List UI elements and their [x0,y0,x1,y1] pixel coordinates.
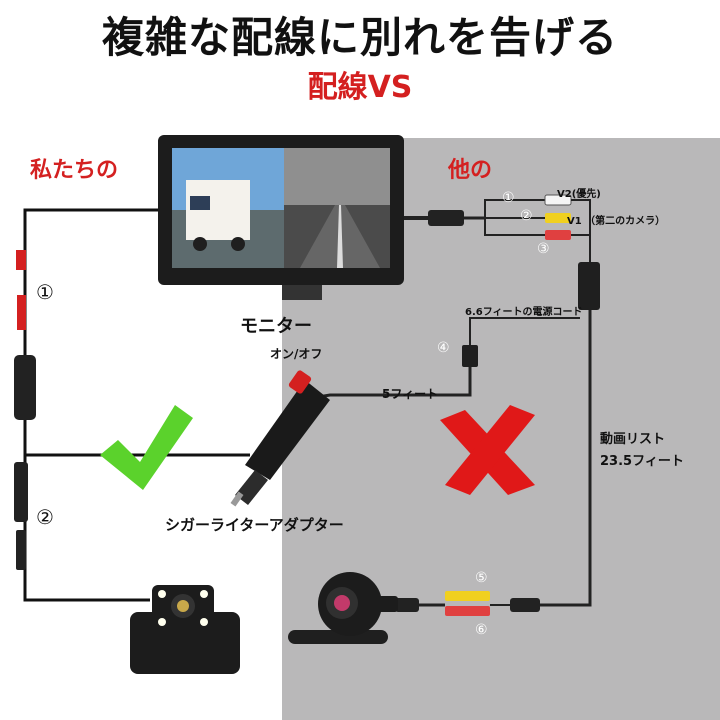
monitor-label: モニター [240,316,312,337]
marker-6: ⑥ [475,622,488,638]
cigarette-adapter-illustration [230,370,330,507]
page-subtitle: 配線VS [307,70,413,105]
marker-2: ② [520,208,533,224]
cross-icon [440,405,535,495]
monitor-illustration [158,135,404,300]
our-camera-illustration [130,585,240,674]
marker-5: ⑤ [475,570,488,586]
other-wiring [299,194,600,616]
page-title: 複雑な配線に別れを告げる [101,13,618,62]
cable-5ft-label: 5フィート [382,387,439,401]
marker-3: ③ [537,241,550,257]
on-off-label: オン/オフ [270,347,323,361]
video-line-label-1: 動画リスト [600,432,666,447]
ours-label: 私たちの [30,158,119,183]
check-icon [100,405,193,490]
marker-4: ④ [437,340,450,356]
marker-1: ① [502,190,515,206]
other-camera-illustration [288,572,398,644]
our-wiring [14,208,250,602]
power-cord-label: 6.6フィートの電源コード [465,307,583,318]
marker-1-left: ① [36,280,54,304]
adapter-label: シガーライターアダプター [165,516,344,534]
video-line-label-2: 23.5フィート [600,454,684,469]
marker-2-left: ② [36,505,54,529]
v1-label: V1 （第二のカメラ） [567,216,666,227]
v2-label: V2(優先) [557,189,601,200]
others-label: 他の [448,158,493,183]
